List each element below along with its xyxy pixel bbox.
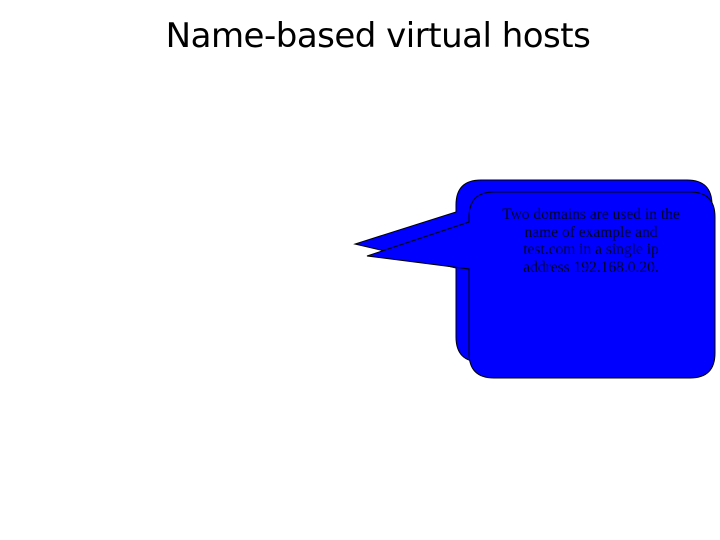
- slide-title: Name-based virtual hosts: [165, 16, 591, 56]
- callout-front: [366, 191, 716, 379]
- callout-line: test.com in a single ip: [523, 241, 659, 258]
- callout-line: address 192.168.0.20.: [523, 258, 659, 276]
- callout-text: Two domains are used in the name of exam…: [478, 206, 704, 276]
- callout-line: name of example and: [524, 223, 658, 241]
- callout-line: Two domains are used in the: [502, 206, 680, 223]
